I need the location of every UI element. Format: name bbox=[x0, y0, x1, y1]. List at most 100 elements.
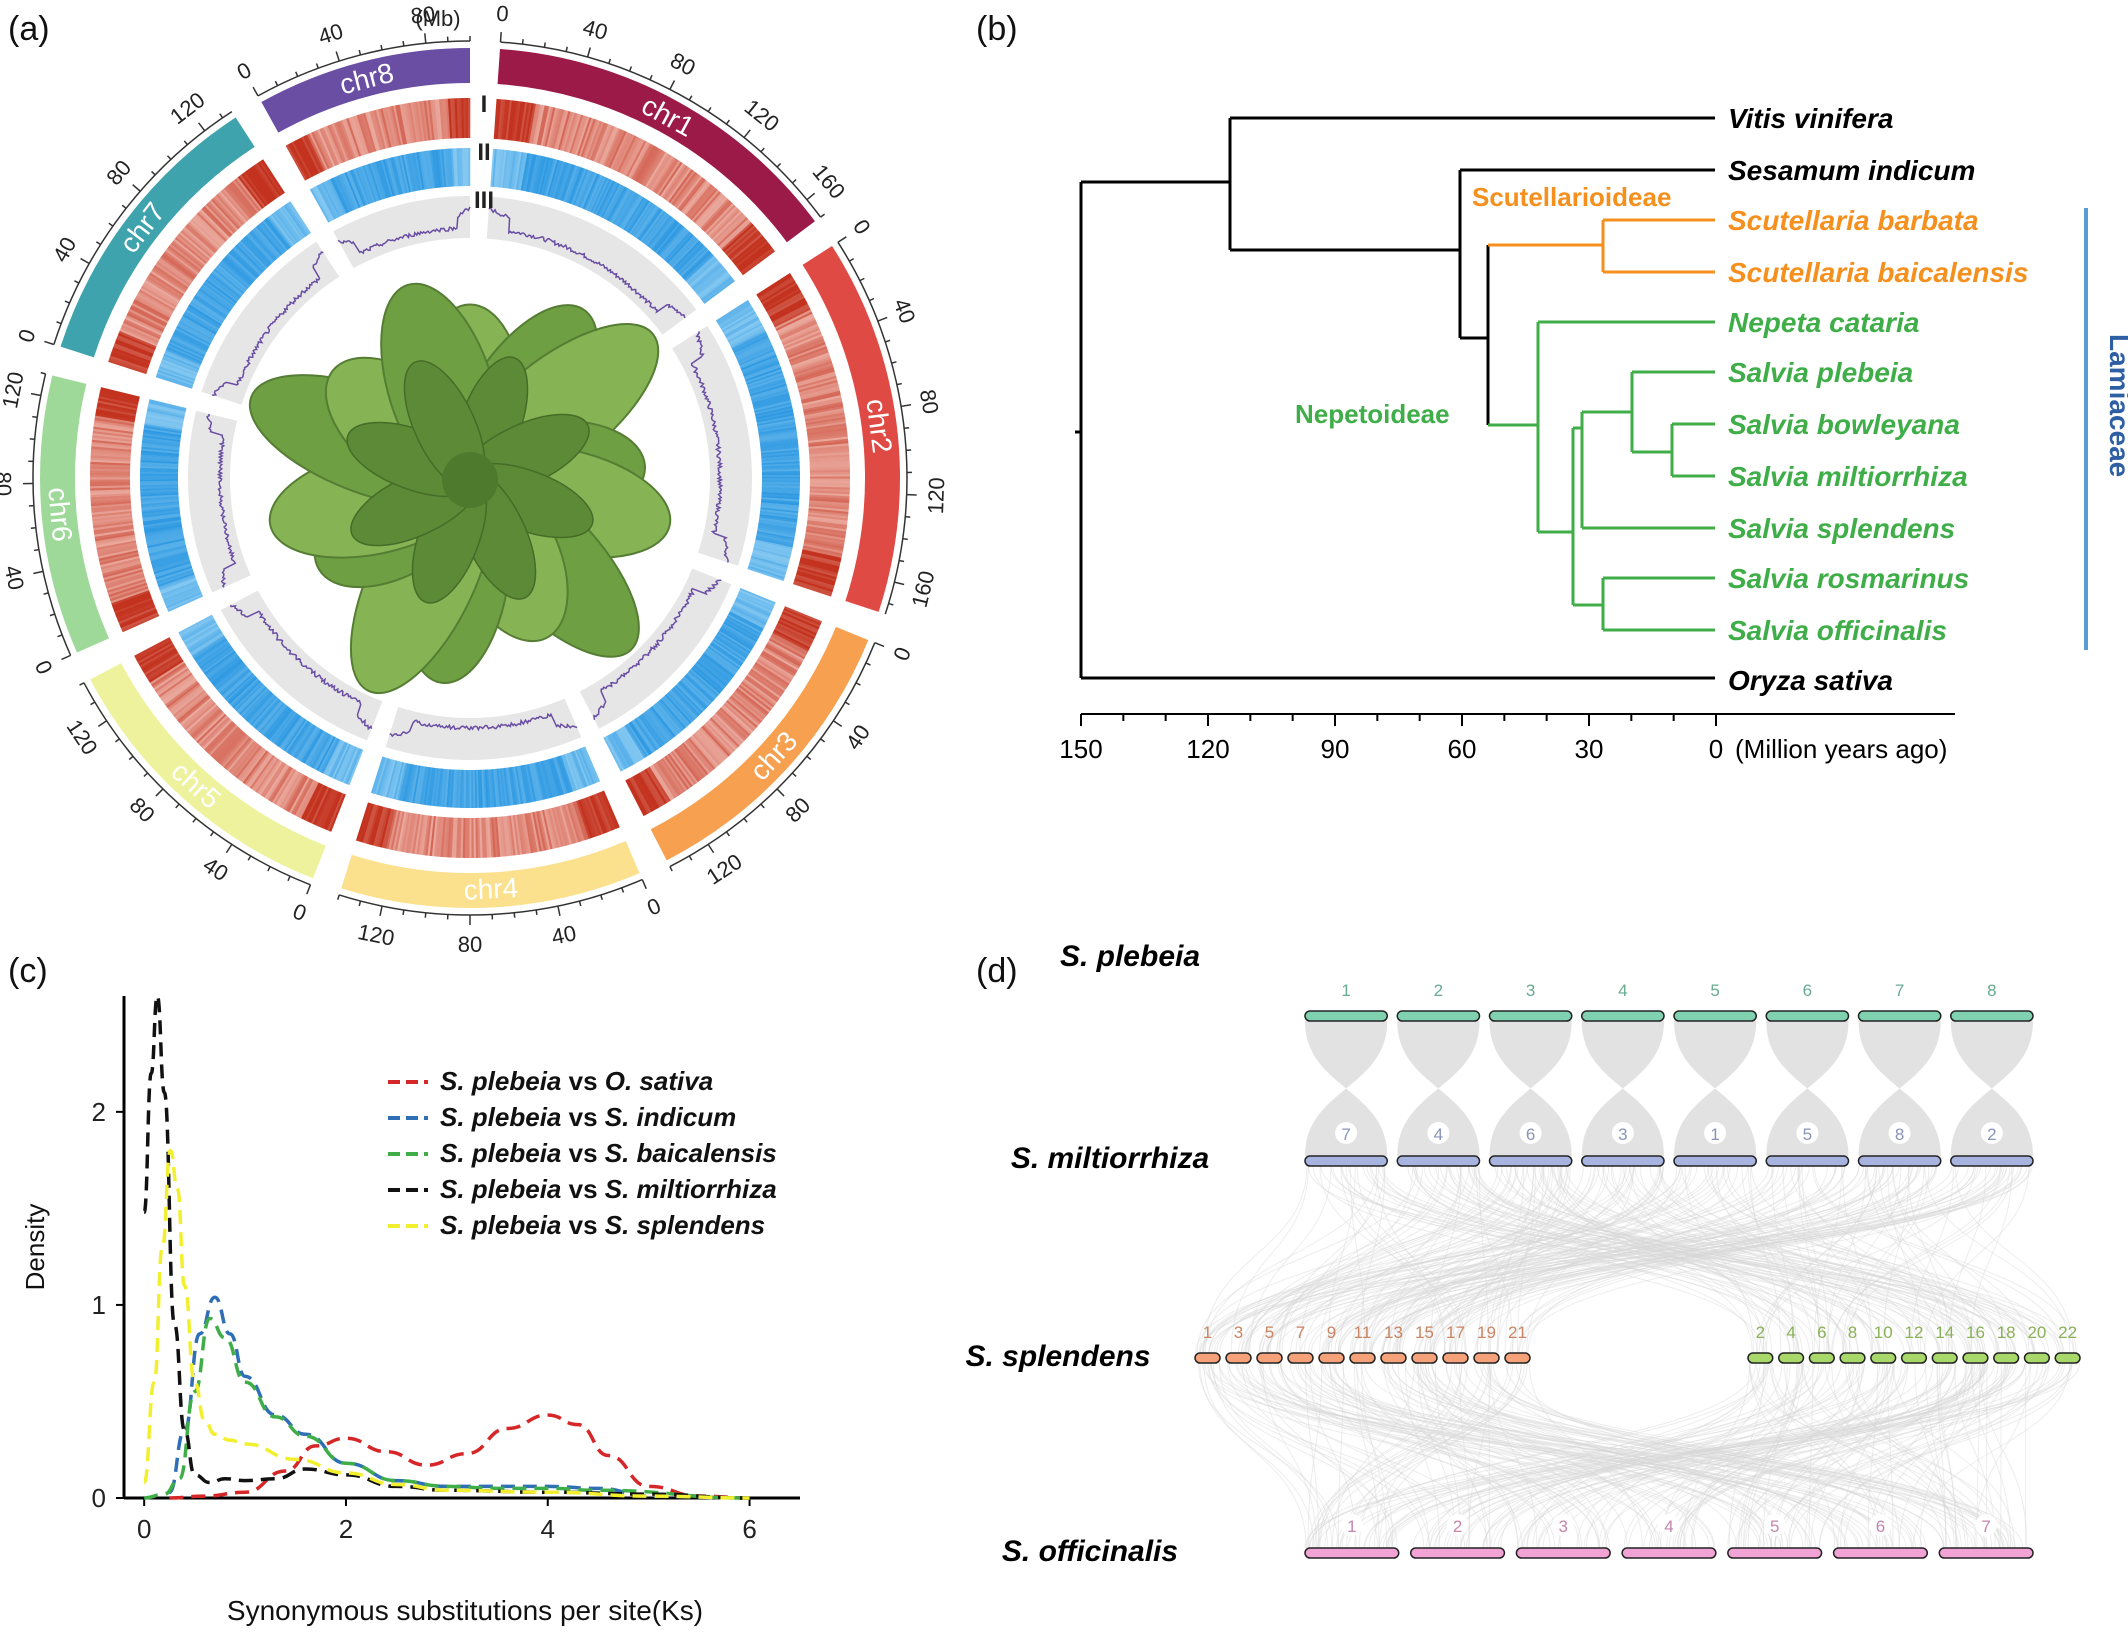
synteny-chromosome-bar bbox=[1397, 1011, 1479, 1021]
scale-tick-label: 80 bbox=[0, 472, 16, 497]
synteny-chromosome-bar bbox=[1490, 1156, 1572, 1166]
synteny-chromosome-label: 3 bbox=[1559, 1517, 1568, 1536]
species-salvia-plebeia: Salvia plebeia bbox=[1728, 357, 1913, 388]
synteny-chromosome-bar bbox=[1305, 1011, 1387, 1021]
synteny-chromosome-bar bbox=[1674, 1156, 1756, 1166]
synteny-chromosome-label: 18 bbox=[1997, 1323, 2016, 1342]
synteny-chromosome-bar bbox=[1766, 1156, 1848, 1166]
species-salvia-splendens: Salvia splendens bbox=[1728, 513, 1955, 544]
synteny-chromosome-bar bbox=[1582, 1156, 1664, 1166]
ks-legend-item: S. plebeia vs S. splendens bbox=[388, 1210, 765, 1240]
ks-y-tick: 2 bbox=[92, 1097, 106, 1127]
scale-tick-label: 0 bbox=[233, 57, 256, 85]
species-salvia-rosmarinus: Salvia rosmarinus bbox=[1728, 563, 1969, 594]
synteny-chromosome-bar bbox=[1305, 1156, 1387, 1166]
species-scutellaria-baicalensis: Scutellaria baicalensis bbox=[1728, 257, 2028, 288]
scale-tick-label: 80 bbox=[666, 47, 699, 80]
time-tick-60: 60 bbox=[1448, 734, 1477, 764]
scale-tick-label: 80 bbox=[458, 932, 482, 957]
synteny-chromosome-bar bbox=[1963, 1353, 1988, 1363]
scale-tick-label: 0 bbox=[643, 893, 664, 921]
chromosome-label: chr4 bbox=[463, 872, 519, 906]
synteny-chromosome-label: 16 bbox=[1966, 1323, 1985, 1342]
scale-tick-label: 80 bbox=[101, 155, 136, 190]
scale-tick-label: 0 bbox=[289, 898, 310, 926]
synteny-chromosome-label: 2 bbox=[1434, 981, 1443, 1000]
synteny-chromosome-label: 6 bbox=[1817, 1323, 1826, 1342]
tree-branches-scutellarioideae bbox=[1488, 220, 1715, 272]
synteny-chromosome-label: 8 bbox=[1987, 981, 1996, 1000]
time-tick-90: 90 bbox=[1321, 734, 1350, 764]
synteny-chromosome-bar bbox=[1902, 1353, 1927, 1363]
synteny-chromosome-label: 13 bbox=[1384, 1323, 1403, 1342]
synteny-chromosome-label: 14 bbox=[1935, 1323, 1954, 1342]
scale-tick-label: 40 bbox=[48, 233, 82, 267]
synteny-chromosome-bar bbox=[1622, 1548, 1716, 1558]
ks-x-tick: 2 bbox=[339, 1514, 353, 1544]
tree-branches-nepetoideae bbox=[1488, 322, 1715, 630]
synteny-chromosome-bar bbox=[1932, 1353, 1957, 1363]
scale-tick-label: 80 bbox=[915, 388, 944, 416]
ks-x-tick: 0 bbox=[137, 1514, 151, 1544]
synteny-chromosome-bar bbox=[1490, 1011, 1572, 1021]
synteny-chromosome-bar bbox=[1809, 1353, 1834, 1363]
scale-tick-label: 40 bbox=[549, 920, 578, 949]
synteny-chromosome-label: 12 bbox=[1905, 1323, 1924, 1342]
synteny-chromosome-label: 21 bbox=[1508, 1323, 1527, 1342]
synteny-chromosome-bar bbox=[1951, 1156, 2033, 1166]
synteny-chromosome-bar bbox=[1350, 1353, 1375, 1363]
synteny-chromosome-bar bbox=[1779, 1353, 1804, 1363]
ks-y-tick: 0 bbox=[92, 1483, 106, 1513]
synteny-chromosome-bar bbox=[1305, 1548, 1399, 1558]
synteny-chromosome-bar bbox=[1834, 1548, 1928, 1558]
synteny-chromosome-bar bbox=[1728, 1548, 1822, 1558]
synteny-chromosome-label: 4 bbox=[1786, 1323, 1795, 1342]
ks-ylabel: Density bbox=[20, 1204, 50, 1291]
scale-tick-label: 40 bbox=[888, 295, 920, 327]
species-nepeta-cataria: Nepeta cataria bbox=[1728, 307, 1919, 338]
synteny-chromosome-bar bbox=[1674, 1011, 1756, 1021]
synteny-chromosome-label: 15 bbox=[1415, 1323, 1434, 1342]
synteny-chromosome-label: 11 bbox=[1354, 1323, 1372, 1342]
synteny-chromosome-label: 1 bbox=[1347, 1517, 1356, 1536]
scale-tick-label: 80 bbox=[125, 792, 160, 827]
species-salvia-miltiorrhiza: Salvia miltiorrhiza bbox=[1728, 461, 1968, 492]
family-label-lamiaceae: Lamiaceae bbox=[2104, 334, 2128, 477]
synteny-chromosome-label: 5 bbox=[1265, 1323, 1274, 1342]
synteny-chromosome-label: 2 bbox=[1756, 1323, 1765, 1342]
synteny-chromosome-bar bbox=[1257, 1353, 1282, 1363]
species-label-splendens: S. splendens bbox=[965, 1340, 1150, 1373]
synteny-chromosome-label: 4 bbox=[1434, 1125, 1443, 1144]
ks-legend-label: S. plebeia vs S. miltiorrhiza bbox=[440, 1174, 777, 1204]
ks-legend-label: S. plebeia vs S. baicalensis bbox=[440, 1138, 777, 1168]
time-tick-0: 0 bbox=[1709, 734, 1723, 764]
scale-tick-label: 120 bbox=[356, 919, 397, 951]
scale-tick-label: 80 bbox=[780, 792, 815, 827]
chromosome-label: chr6 bbox=[42, 486, 78, 543]
scale-tick-label: 120 bbox=[165, 87, 209, 129]
ks-x-tick: 6 bbox=[742, 1514, 756, 1544]
species-salvia-officinalis: Salvia officinalis bbox=[1728, 615, 1947, 646]
synteny-chromosome-label: 1 bbox=[1341, 981, 1350, 1000]
synteny-chromosome-label: 7 bbox=[1341, 1125, 1350, 1144]
time-axis: 150 120 90 60 30 0 (Million years ago) bbox=[1059, 714, 1955, 764]
time-tick-150: 150 bbox=[1059, 734, 1102, 764]
scale-tick-label: 120 bbox=[62, 715, 103, 759]
clade-label-scutellarioideae: Scutellarioideae bbox=[1472, 182, 1671, 212]
ks-legend-item: S. plebeia vs S. indicum bbox=[388, 1102, 736, 1132]
synteny-chromosome-label: 5 bbox=[1710, 981, 1719, 1000]
species-label-miltiorrhiza: S. miltiorrhiza bbox=[1011, 1142, 1209, 1175]
synteny-chromosome-bar bbox=[2025, 1353, 2050, 1363]
ks-xlabel: Synonymous substitutions per site(Ks) bbox=[227, 1595, 703, 1626]
synteny-chromosome-label: 4 bbox=[1618, 981, 1627, 1000]
synteny-chromosome-bar bbox=[1840, 1353, 1865, 1363]
species-vitis-vinifera: Vitis vinifera bbox=[1728, 103, 1893, 134]
synteny-chromosome-label: 2 bbox=[1987, 1125, 1996, 1144]
phylogeny-panel: Scutellarioideae Nepetoideae Vitis vinif… bbox=[960, 0, 2128, 800]
species-label-officinalis: S. officinalis bbox=[1002, 1535, 1178, 1568]
track-label-1: I bbox=[481, 91, 488, 118]
synteny-chromosome-label: 10 bbox=[1874, 1323, 1893, 1342]
